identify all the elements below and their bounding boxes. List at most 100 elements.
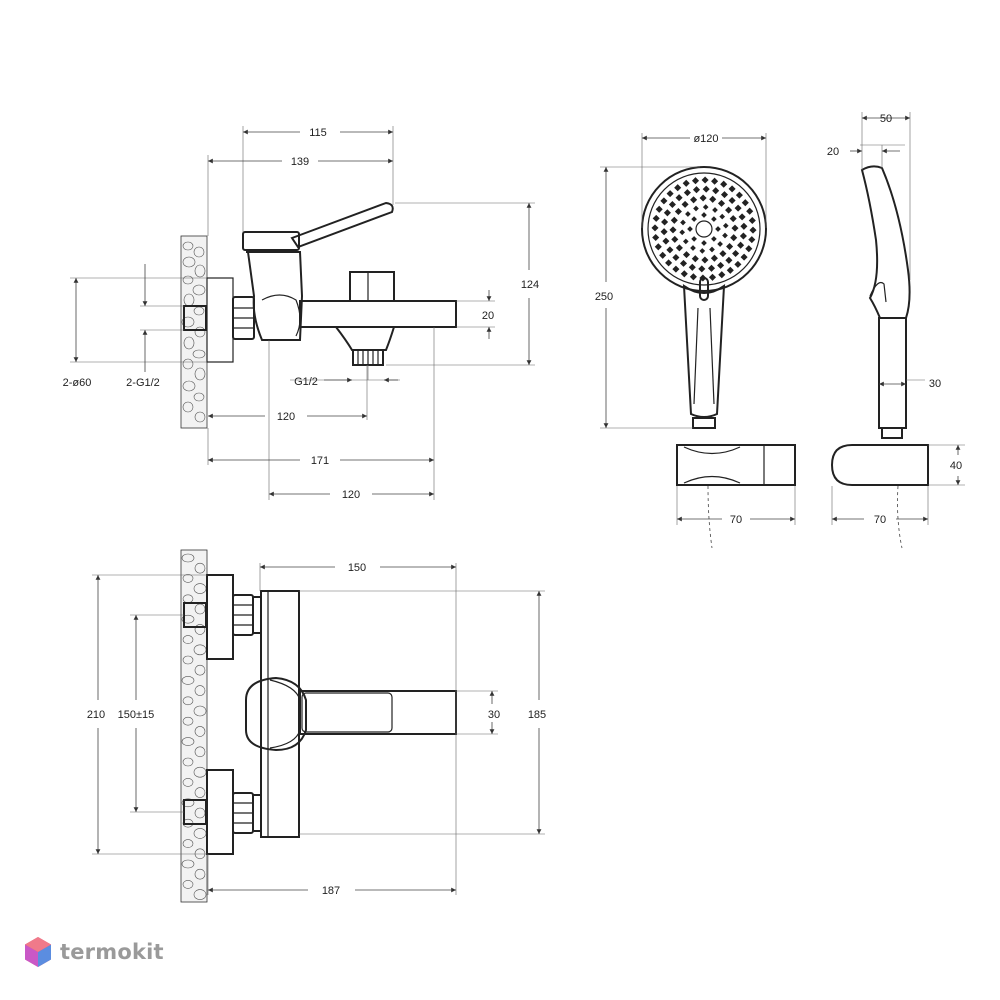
nozzle — [749, 226, 757, 234]
wall-pebble — [182, 696, 194, 706]
dim-d120: ø120 — [693, 133, 718, 145]
wall-pebble — [182, 839, 194, 848]
nozzle — [738, 213, 746, 221]
nozzle — [709, 195, 717, 203]
nozzle — [720, 180, 728, 188]
nozzle — [655, 205, 663, 213]
nozzle — [691, 216, 697, 222]
nozzle — [731, 224, 739, 232]
nozzle — [690, 196, 698, 204]
dim-70-side: 70 — [874, 514, 886, 526]
wall-pebble — [181, 859, 195, 869]
dim-20-head: 20 — [827, 146, 839, 158]
nozzle — [717, 241, 723, 247]
dim-20-spout: 20 — [482, 310, 494, 322]
wall-pebble — [182, 757, 194, 767]
nozzle — [702, 185, 710, 193]
nozzle — [693, 205, 699, 212]
nozzle — [722, 232, 728, 239]
wall-pebble — [194, 685, 206, 696]
nozzle — [659, 251, 667, 259]
nozzle — [689, 273, 697, 281]
mixer-body-bar — [260, 590, 300, 838]
nozzle — [674, 207, 682, 216]
shower-head-front: ø120 250 — [595, 133, 767, 429]
dim-171: 171 — [311, 455, 329, 467]
nozzle — [748, 236, 756, 244]
dim-124: 124 — [521, 279, 539, 291]
hose-outlet-top — [333, 326, 396, 351]
nozzle — [732, 249, 740, 258]
nozzle — [726, 266, 734, 274]
nozzle — [726, 242, 734, 251]
nozzle — [672, 253, 680, 262]
dim-30-handle: 30 — [929, 378, 941, 390]
nozzle — [680, 219, 686, 226]
cartridge-front — [245, 676, 307, 752]
nozzle — [728, 196, 736, 205]
dim-2-g1-2: 2-G1/2 — [126, 377, 160, 389]
nozzle — [701, 212, 707, 218]
nozzle — [740, 222, 748, 230]
shower-handle-front — [682, 284, 726, 418]
dim-185: 185 — [528, 709, 546, 721]
nozzle — [710, 254, 718, 262]
nozzle — [718, 271, 726, 279]
shower-head-outer — [641, 166, 767, 292]
termokit-logo-icon — [25, 937, 51, 967]
nozzle — [691, 177, 700, 185]
dim-250: 250 — [595, 291, 613, 303]
nozzle — [735, 191, 743, 199]
spout-top — [299, 300, 457, 328]
dim-187: 187 — [322, 885, 340, 897]
cartridge-cap-top — [242, 231, 300, 251]
nozzle — [748, 216, 756, 225]
dim-50: 50 — [880, 113, 892, 125]
nozzle — [670, 216, 678, 224]
nozzle — [687, 226, 693, 232]
nozzle — [729, 215, 737, 223]
nozzle — [734, 260, 742, 268]
nozzle — [715, 226, 721, 232]
nozzle — [680, 270, 688, 278]
holder-front: 70 — [676, 444, 796, 549]
nozzle — [730, 234, 738, 242]
diverter-knob-top — [349, 271, 395, 302]
brand-logo[interactable]: termokit — [24, 936, 164, 968]
wall-pebble — [194, 746, 206, 758]
nozzle — [725, 256, 733, 264]
nozzle — [662, 237, 670, 245]
nozzle — [739, 232, 747, 240]
nozzle — [707, 264, 716, 272]
nozzle — [722, 222, 729, 229]
wall-pebble — [181, 798, 195, 808]
dim-150-15: 150±15 — [118, 709, 155, 721]
nozzle — [671, 235, 679, 243]
nozzle — [698, 265, 706, 273]
nozzle — [746, 207, 754, 215]
nozzle — [669, 226, 677, 234]
nozzle — [711, 216, 717, 222]
wall-pebble — [182, 635, 194, 644]
dim-120-outlet: 120 — [277, 411, 295, 423]
top-view: 115 139 124 20 2-ø60 2-G1/2 G1/2 120 171… — [63, 126, 539, 501]
nozzle — [709, 246, 715, 253]
nozzle — [745, 245, 753, 253]
wall-bottom — [180, 549, 208, 903]
wall-pebble — [181, 676, 195, 685]
shower-connector-side — [881, 427, 903, 439]
wall-pebble — [193, 705, 207, 717]
wall-pebbles-bottom — [181, 553, 207, 900]
nozzle — [652, 233, 660, 242]
wall-pebble — [194, 726, 206, 737]
nozzle — [734, 204, 742, 212]
diverter-button-shower — [699, 277, 709, 301]
nozzle — [685, 211, 691, 217]
escutcheon-top — [206, 277, 234, 363]
nozzle — [699, 248, 706, 254]
wall-pebble — [182, 778, 194, 787]
nozzle — [691, 236, 697, 242]
nozzle — [701, 256, 709, 264]
shower-nozzles — [651, 176, 757, 282]
